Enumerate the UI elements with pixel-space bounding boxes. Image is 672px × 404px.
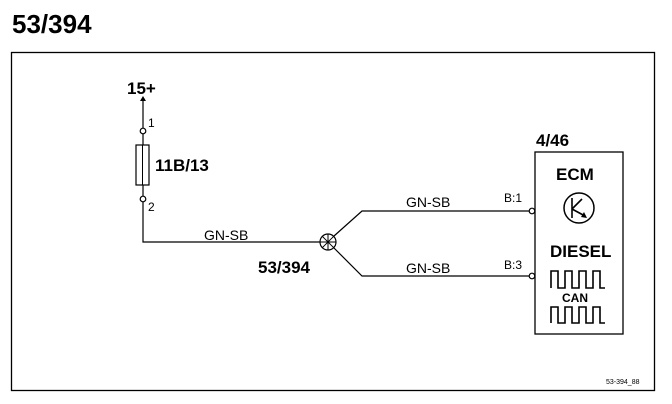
ecm-box (534, 151, 624, 335)
ecm-ref-label: 4/46 (536, 131, 569, 150)
feed-wire (142, 202, 320, 243)
ecm-name: ECM (556, 165, 594, 184)
upper-wire-color: GN-SB (406, 194, 450, 210)
lower-wire-color: GN-SB (406, 260, 450, 276)
fuse-terminal-bottom (139, 195, 147, 203)
feed-wire-color: GN-SB (204, 227, 248, 243)
diagram-frame (10, 51, 656, 392)
ecm-bus: CAN (562, 291, 588, 305)
ecm-pin-upper-label: B:1 (504, 191, 522, 205)
ecm-terminal-upper (528, 207, 536, 215)
supply-label: 15+ (127, 79, 156, 98)
splice-label: 53/394 (258, 258, 311, 277)
ecm-terminal-lower (528, 272, 536, 280)
lower-wire (333, 247, 529, 277)
fuse-pin-bottom-label: 2 (148, 200, 155, 214)
supply-arrow-icon (140, 96, 146, 104)
fuse-label: 11B/13 (155, 156, 209, 175)
ecm-pin-lower-label: B:3 (504, 258, 522, 272)
can-wave-icon-top (550, 270, 605, 289)
engine-symbol-icon (563, 192, 595, 224)
can-wave-icon-bottom (550, 306, 605, 324)
ecm-type: DIESEL (550, 242, 611, 261)
splice-icon (319, 233, 337, 251)
fuse-terminal-top (139, 127, 147, 135)
fuse-pin-top-label: 1 (148, 116, 155, 130)
upper-wire (333, 210, 529, 237)
drawing-ref: 53-394_88 (606, 379, 640, 386)
page-title: 53/394 (12, 9, 92, 39)
